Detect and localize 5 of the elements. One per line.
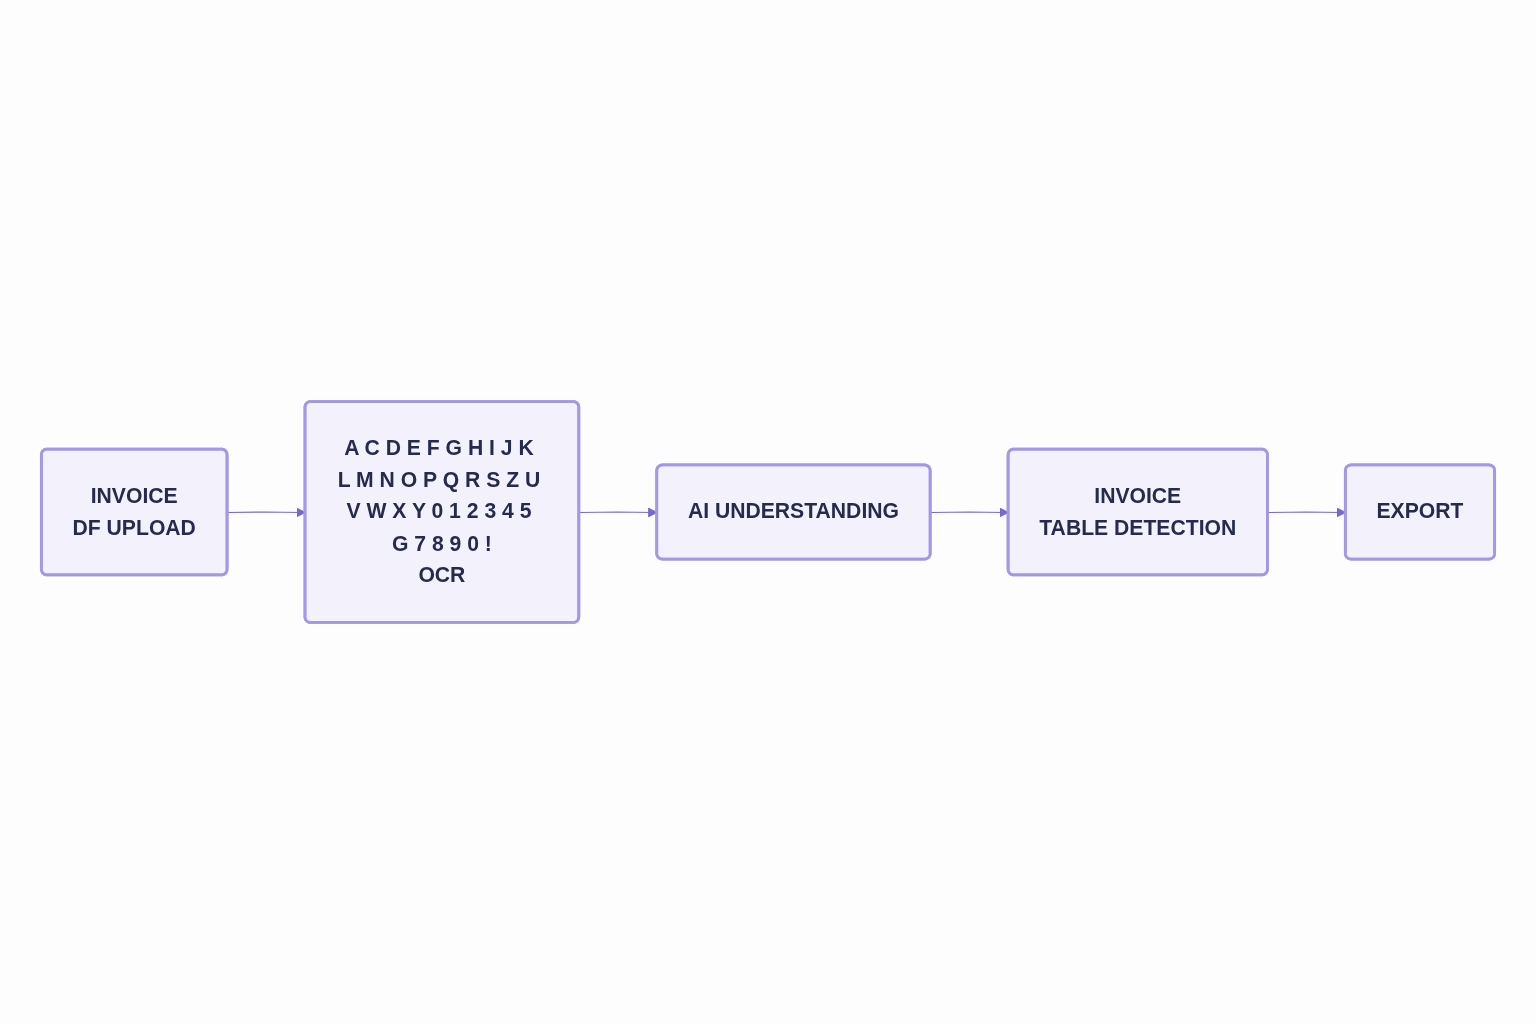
process-card: INVOICE DF UPLOAD	[39, 447, 229, 577]
process-card: AI UNDERSTANDING	[655, 463, 932, 561]
process-card: INVOICE TABLE DETECTION	[1006, 447, 1269, 577]
process-card: EXPORT	[1343, 463, 1497, 561]
process-card: A C D E F G H I J K L M N O P Q R S Z U V W X Y 0 1 2 3 4 5 G 7 8 9 0 ! OCR	[303, 400, 581, 624]
